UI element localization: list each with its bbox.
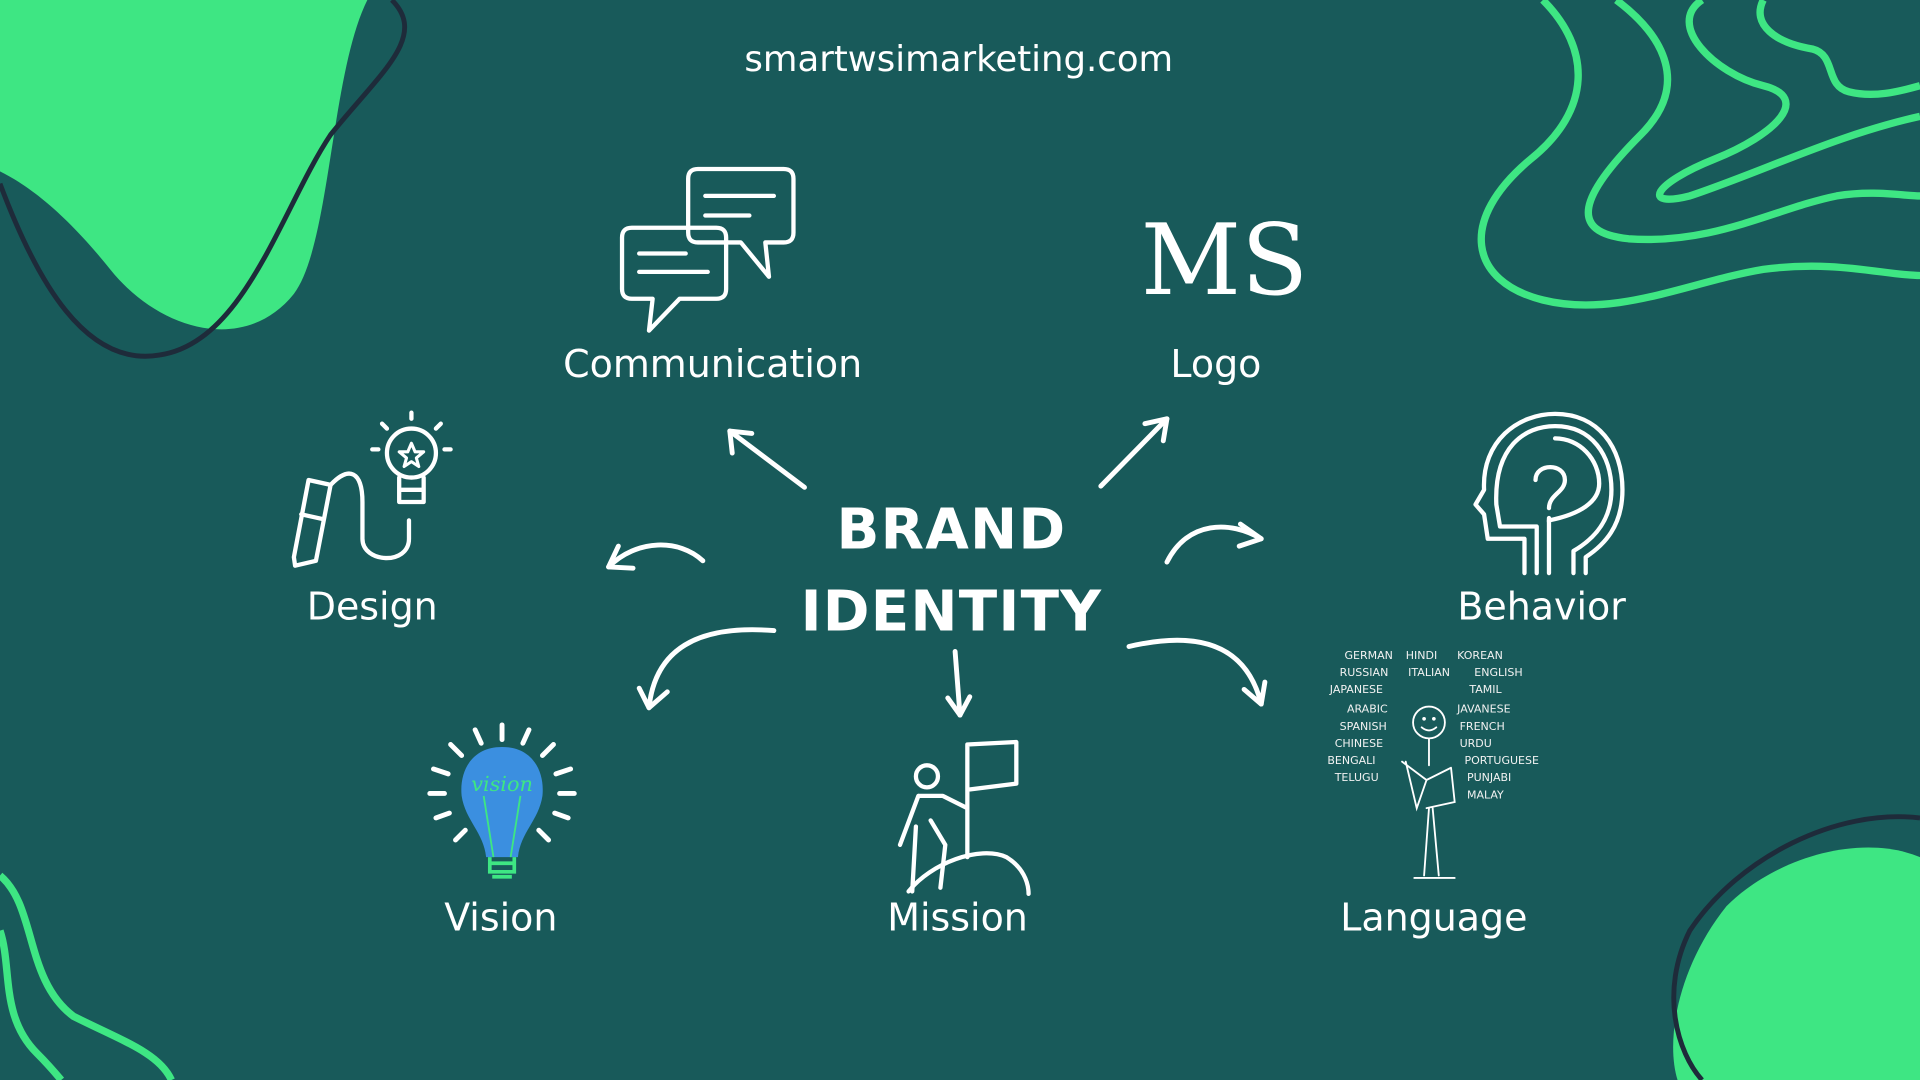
behavior-node: Behavior [1457,411,1626,629]
chat-bubbles-icon [619,166,796,333]
language-label: Language [1340,896,1527,940]
language-word: KOREAN [1457,649,1503,662]
communication-node: Communication [563,166,862,386]
language-word: RUSSIAN [1340,666,1389,679]
language-word: SPANISH [1340,720,1387,733]
language-word-cloud: GERMAN HINDI KOREAN RUSSIAN ITALIAN ENGL… [1327,649,1539,802]
arrows [606,416,1268,718]
arrow-to-mission [945,648,973,718]
language-word: TELUGU [1334,771,1379,784]
arrow-to-design [606,542,706,571]
language-word: JAPANESE [1329,683,1383,696]
ms-logo-mark: MS [1141,204,1308,318]
language-word: MALAY [1467,788,1504,801]
center-title-line1: BRAND [836,498,1066,563]
design-node: Design [291,410,453,629]
vision-bulb-text: vision [471,772,533,796]
behavior-label: Behavior [1457,585,1626,629]
arrow-to-language [1126,637,1268,707]
mission-node: Mission [887,739,1031,940]
vision-label: Vision [444,896,557,940]
mission-label: Mission [887,896,1028,940]
website-url[interactable]: smartwsimarketing.com [744,39,1173,80]
arrow-to-vision [636,627,777,711]
language-word: CHINESE [1335,737,1383,750]
language-word: TAMIL [1468,683,1502,696]
language-node: GERMAN HINDI KOREAN RUSSIAN ITALIAN ENGL… [1327,649,1539,940]
language-word: FRENCH [1460,720,1505,733]
center-title-line2: IDENTITY [801,580,1103,645]
arrow-to-communication [727,428,807,490]
language-word: ITALIAN [1408,666,1450,679]
language-word: PUNJABI [1467,771,1511,784]
head-question-icon [1473,411,1625,576]
person-flag-icon [897,739,1031,897]
language-word: JAVANESE [1456,703,1510,716]
design-label: Design [307,585,438,629]
reading-person-word-tree-icon [1401,705,1456,879]
communication-label: Communication [563,342,862,386]
language-word: PORTUGUESE [1464,754,1539,767]
language-word: ARABIC [1347,703,1388,716]
pencil-lightbulb-icon [291,410,453,568]
logo-label: Logo [1170,342,1261,386]
vision-node: vision Vision [427,722,577,940]
language-word: BENGALI [1327,754,1375,767]
language-word: URDU [1460,737,1492,750]
lightbulb-icon: vision [427,722,577,879]
language-word: ENGLISH [1474,666,1522,679]
arrow-to-behavior [1164,521,1264,565]
language-word: GERMAN [1344,649,1392,662]
logo-node: MS Logo [1141,204,1308,386]
arrow-to-logo [1098,416,1170,489]
language-word: HINDI [1406,649,1438,662]
